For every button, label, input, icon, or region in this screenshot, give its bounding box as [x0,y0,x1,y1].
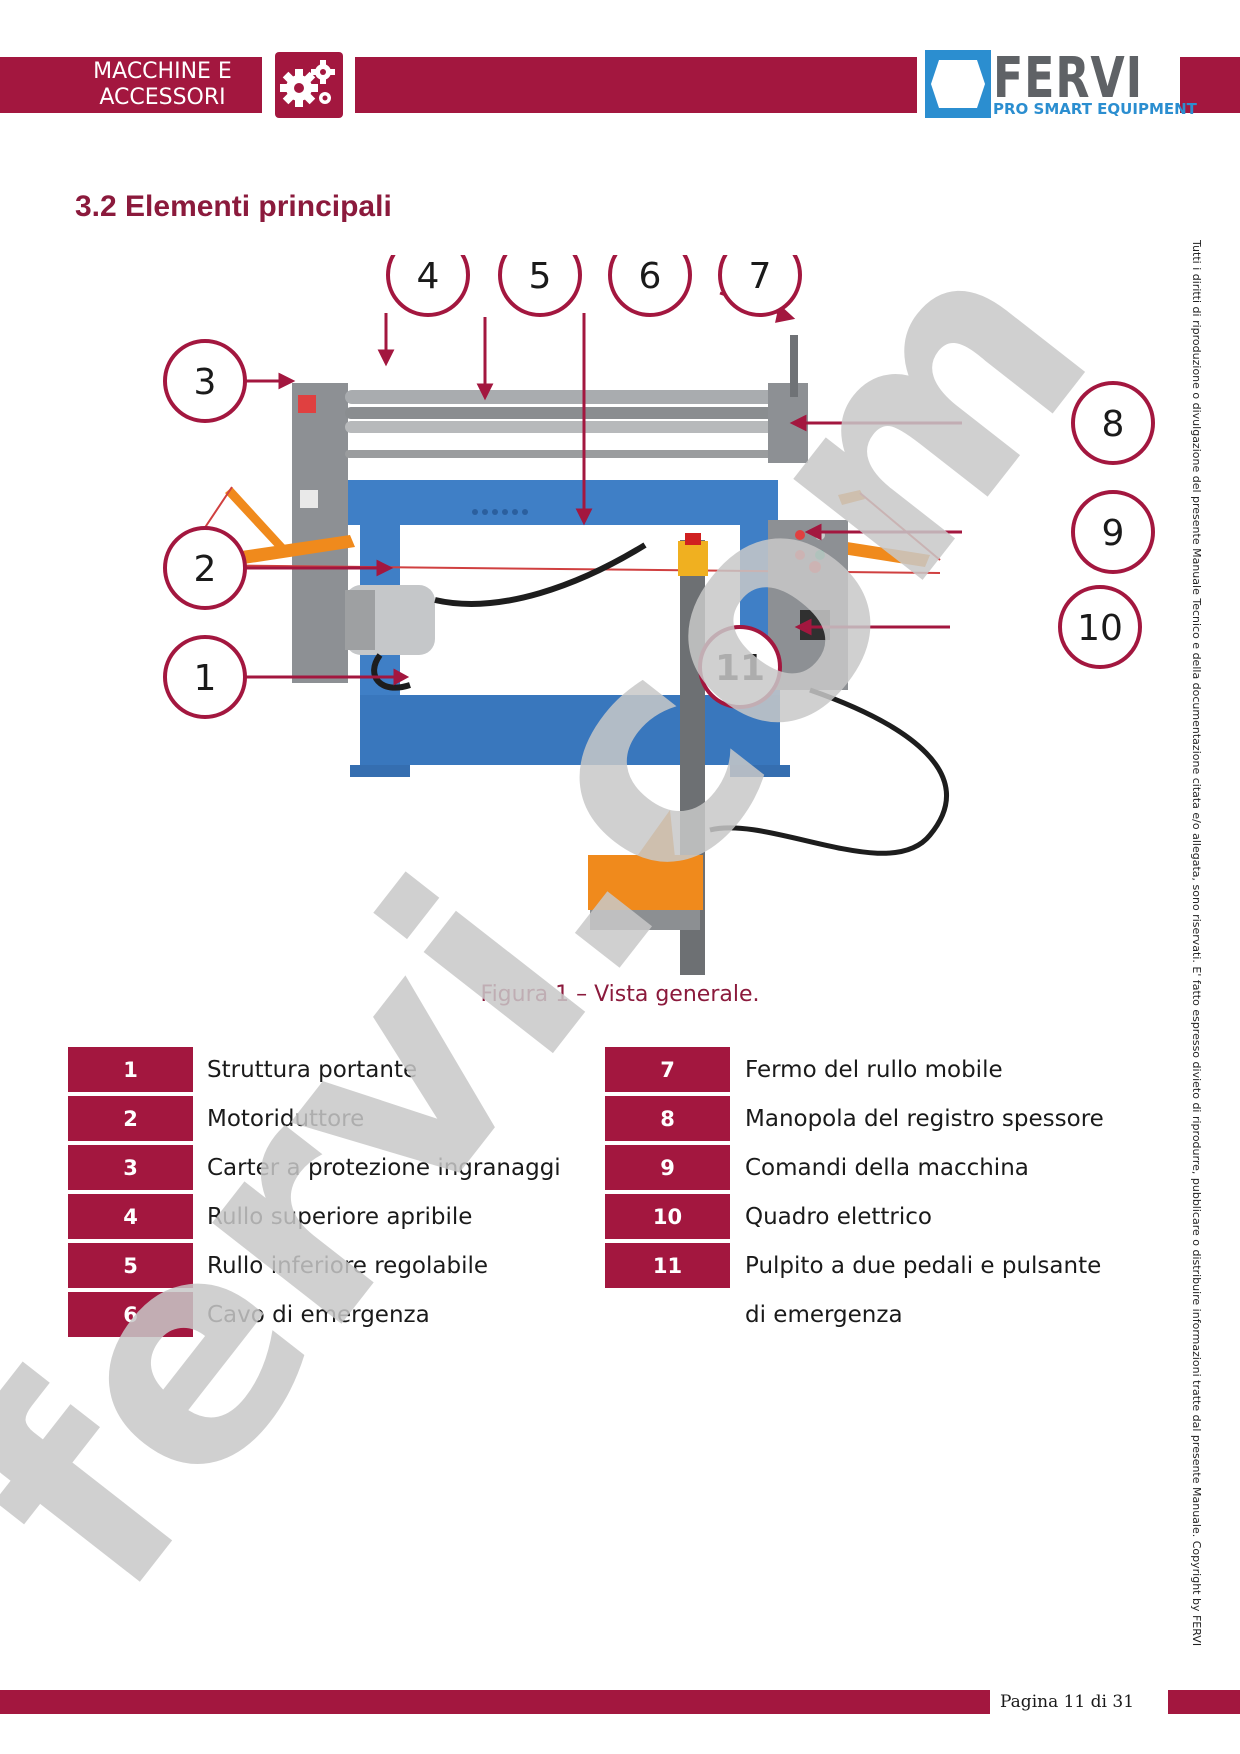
category-label: MACCHINE E ACCESSORI [60,57,265,113]
figure-caption: Figura 1 – Vista generale. [480,982,760,1007]
machine-illustration [179,335,950,1085]
callout-7: 7 [749,256,772,297]
gears-icon [275,52,343,118]
callout-11: 11 [715,648,765,689]
footer-bar-left [0,1690,990,1714]
logo-subtitle: PRO SMART EQUIPMENT [993,100,1197,118]
legend-num-7: 7 [605,1047,730,1092]
legend-num-11: 11 [605,1243,730,1288]
callout-10: 10 [1077,608,1123,649]
machine-figure: 1 2 3 4 5 6 7 8 9 10 11 [150,233,1160,1085]
legend-text-1: Struttura portante [207,1057,418,1083]
legend-num-9: 9 [605,1145,730,1190]
copyright-side-note: Tutti i diritti di riproduzione o divulg… [1190,240,1214,1647]
legend-text-11: Pulpito a due pedali e pulsante [745,1253,1102,1279]
callout-2: 2 [194,549,217,590]
legend-text-3: Carter a protezione ingranaggi [207,1155,561,1181]
copyright-text: Tutti i diritti di riproduzione o divulg… [1190,240,1203,1647]
callout-3: 3 [194,362,217,403]
callout-9: 9 [1102,513,1125,554]
page-number: Pagina 11 di 31 [1000,1692,1135,1712]
section-title: 3.2 Elementi principali [75,190,392,223]
header-bar-right [1180,57,1240,113]
callout-4: 4 [417,256,440,297]
category-line-2: ACCESSORI [99,85,226,110]
logo-mark-icon [925,50,991,118]
legend-text-8: Manopola del registro spessore [745,1106,1104,1132]
legend-text-11-continued: di emergenza [745,1302,903,1328]
legend-text-5: Rullo inferiore regolabile [207,1253,489,1279]
legend-num-8: 8 [605,1096,730,1141]
legend-text-9: Comandi della macchina [745,1155,1029,1181]
legend-num-6: 6 [68,1292,193,1337]
fervi-logo: FERVI PRO SMART EQUIPMENT [925,46,1197,120]
legend-num-4: 4 [68,1194,193,1239]
callout-6: 6 [639,256,662,297]
header-bar-left [0,57,262,113]
callout-5: 5 [529,256,552,297]
legend-text-2: Motoriduttore [207,1106,365,1132]
callout-8: 8 [1102,404,1125,445]
logo-wordmark: FERVI [993,46,1143,111]
footer-bar-right [1168,1690,1240,1714]
header-bar-middle [355,57,917,113]
legend-num-1: 1 [68,1047,193,1092]
legend-num-3: 3 [68,1145,193,1190]
legend-num-2: 2 [68,1096,193,1141]
legend-text-4: Rullo superiore apribile [207,1204,473,1230]
category-line-1: MACCHINE E [93,59,232,84]
legend-text-6: Cavo di emergenza [207,1302,430,1328]
callout-1: 1 [194,658,217,699]
legend-num-5: 5 [68,1243,193,1288]
legend-text-7: Fermo del rullo mobile [745,1057,1003,1083]
legend-text-10: Quadro elettrico [745,1204,932,1230]
legend-num-10: 10 [605,1194,730,1239]
